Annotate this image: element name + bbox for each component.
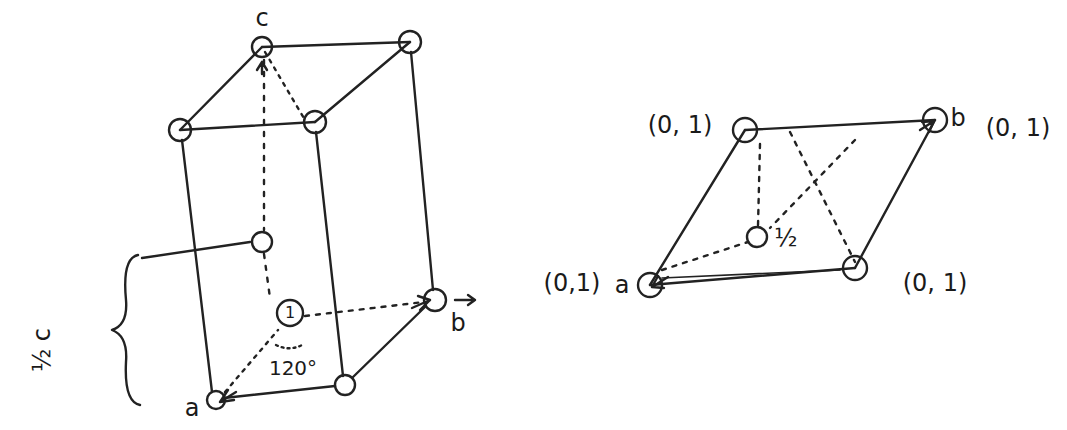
coordinate-label: (0,1) bbox=[544, 271, 601, 295]
coordinate-label: (0, 1) bbox=[903, 271, 968, 295]
angle-label: 120° bbox=[269, 358, 317, 378]
height-label: ½ c bbox=[30, 328, 54, 372]
axis-label: a bbox=[185, 396, 200, 420]
axis-label: a bbox=[615, 273, 630, 297]
coordinate-label: (0, 1) bbox=[648, 113, 713, 137]
axis-label: b bbox=[450, 311, 465, 335]
coordinate-label: (0, 1) bbox=[986, 116, 1051, 140]
axis-label: b bbox=[950, 106, 965, 130]
height-label: ½ bbox=[774, 226, 797, 250]
atom-number: 1 bbox=[285, 305, 295, 321]
axis-label: c bbox=[255, 6, 268, 30]
